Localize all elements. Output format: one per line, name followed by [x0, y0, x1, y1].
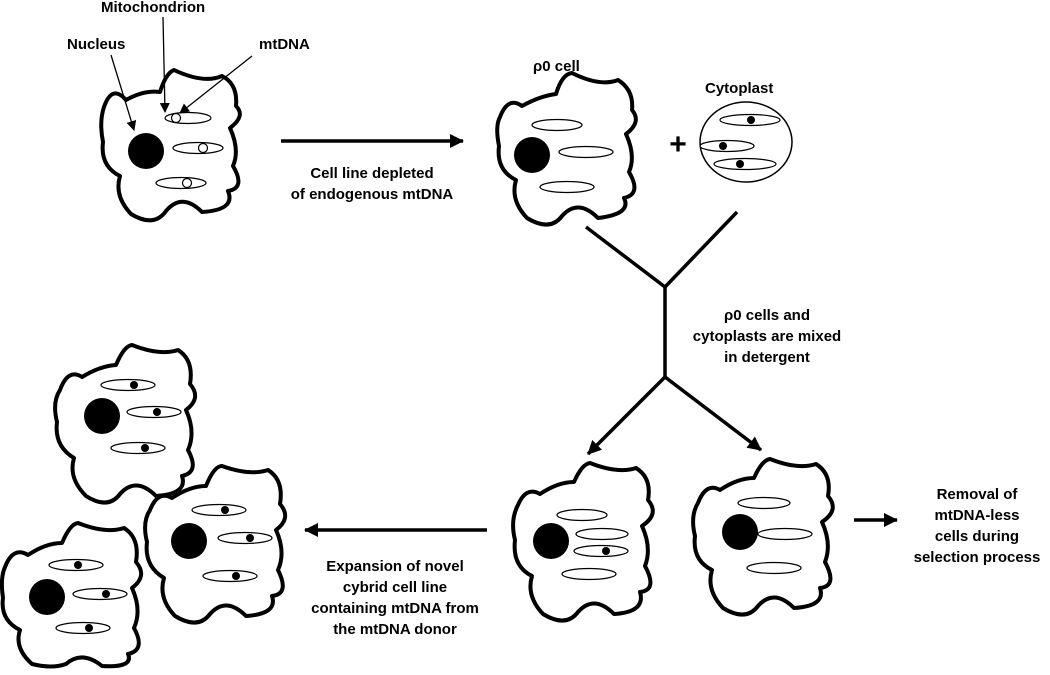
mitochondrion [55, 621, 111, 635]
cybrid-cell [511, 461, 655, 623]
mitochondrion [202, 569, 258, 583]
mitochondrion [558, 145, 614, 159]
mitochondrion [561, 567, 617, 581]
expansion-caption-line: Expansion of novel [326, 558, 464, 575]
mitochondrion [217, 531, 273, 545]
donor-cell [99, 68, 242, 223]
mitochondrion [757, 527, 813, 541]
mtdna [719, 142, 727, 150]
nucleus [128, 133, 164, 169]
cell-membrane [143, 464, 288, 625]
mtdna [170, 112, 182, 124]
mix-caption-line: in detergent [724, 349, 810, 366]
cytoplast [699, 101, 793, 183]
nucleus [84, 398, 120, 434]
mix-caption-line: cytoplasts are mixed [692, 328, 842, 345]
mitochondrion [737, 496, 791, 510]
mitochondrion [539, 180, 595, 194]
mtdna [153, 408, 161, 416]
mitochondrion [713, 157, 777, 171]
nucleus [29, 579, 65, 615]
mitochondrion [575, 527, 629, 541]
rho0-cell [495, 71, 638, 227]
mix-caption-line: ρ0 cells and [724, 307, 810, 324]
cell-membrane [53, 343, 198, 505]
depletion-caption-line: Cell line depleted [310, 165, 434, 182]
mtdna [181, 177, 193, 189]
mtdna [141, 444, 149, 452]
mtdna [232, 572, 240, 580]
depletion-caption-line: of endogenous mtDNA [290, 186, 454, 203]
removal-caption-line: selection process [913, 549, 1041, 566]
mtdna [130, 381, 138, 389]
expansion-caption: Expansion of novel cybrid cell line cont… [290, 556, 500, 640]
removal-caption-line: cells during [934, 528, 1020, 545]
merge-line-left [584, 225, 667, 289]
mtdna-pointer [179, 55, 253, 114]
mitochondrion [100, 378, 156, 392]
nucleus-label: Nucleus [67, 36, 126, 53]
mtdna-label: mtDNA [259, 36, 310, 53]
nucleus [533, 523, 569, 559]
mitochondrion [72, 587, 128, 601]
mtdna-less-cell [691, 457, 835, 617]
mitochondrion [746, 561, 802, 575]
rho0-cell-label: ρ0 cell [533, 58, 580, 75]
cell-membrane [511, 461, 655, 623]
mitochondrion [531, 118, 583, 132]
mix-caption: ρ0 cells and cytoplasts are mixed in det… [677, 305, 857, 368]
mtdna [246, 534, 254, 542]
mtdna [197, 142, 209, 154]
mitochondrion [155, 176, 207, 190]
mitochondrion-label: Mitochondrion [101, 0, 206, 16]
depletion-caption: Cell line depleted of endogenous mtDNA [272, 163, 472, 205]
expansion-caption-line: containing mtDNA from [311, 600, 479, 617]
split-arrow-left [586, 375, 667, 456]
expansion-caption-line: cybrid cell line [342, 579, 448, 596]
mitochondrion [556, 508, 608, 522]
expanded-cybrid-cell-bottom [0, 521, 144, 669]
expanded-cybrid-cell-top [53, 343, 198, 505]
expansion-caption-line: the mtDNA donor [333, 621, 457, 638]
mtdna [102, 590, 110, 598]
expanded-cybrid-cell-middle [143, 464, 288, 625]
removal-caption-line: mtDNA-less [934, 507, 1020, 524]
merge-line-right [663, 210, 739, 289]
mtdna [85, 624, 93, 632]
plus-sign: + [669, 128, 687, 161]
mitochondrion [573, 544, 629, 558]
mtdna [747, 116, 755, 124]
nucleus [171, 523, 207, 559]
nucleus [514, 137, 550, 173]
cytoplast-label: Cytoplast [705, 80, 774, 97]
nucleus [722, 514, 758, 550]
mitochondrion-pointer [159, 16, 170, 113]
mtdna [74, 561, 82, 569]
mitochondrion [110, 441, 166, 455]
removal-caption-line: Removal of [936, 486, 1018, 503]
mitochondrion [191, 503, 247, 517]
split-arrow-right [663, 375, 763, 452]
mtdna [221, 506, 229, 514]
mtdna [602, 547, 610, 555]
nucleus-pointer [110, 54, 137, 131]
removal-caption: Removal of mtDNA-less cells during selec… [904, 484, 1050, 568]
mtdna [736, 160, 744, 168]
